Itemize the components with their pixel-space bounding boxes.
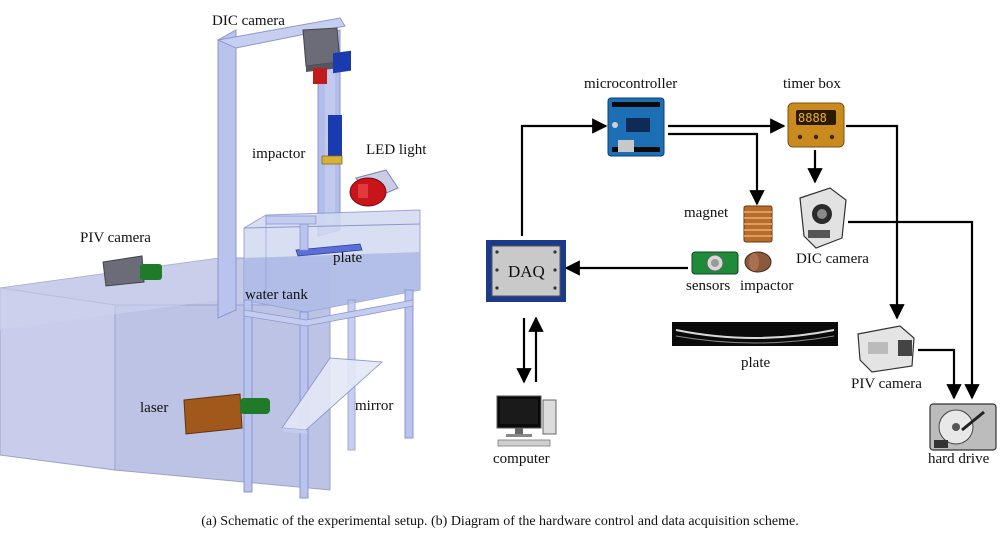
arrow-dic-to-harddrive (848, 220, 980, 400)
dic-camera-device (799, 187, 847, 249)
plate-image (672, 322, 838, 346)
label-impactor-left: impactor (252, 146, 305, 162)
label-piv-camera-left: PIV camera (80, 230, 151, 246)
water-tank (243, 209, 421, 313)
label-hard-drive: hard drive (928, 451, 990, 467)
arrow-microcontroller-to-magnet (668, 132, 765, 206)
connection-arrows (516, 118, 980, 400)
label-impactor-right: impactor (740, 278, 793, 294)
magnet-coil (743, 205, 773, 243)
label-mirror: mirror (355, 398, 393, 414)
piv-camera-model (102, 255, 162, 287)
figure-caption: (a) Schematic of the experimental setup.… (201, 514, 799, 529)
computer-device (496, 395, 557, 447)
label-piv-camera-right: PIV camera (851, 376, 922, 392)
label-dic-camera-left: DIC camera (212, 13, 285, 29)
led-light-model (349, 169, 399, 207)
label-laser: laser (140, 400, 168, 416)
setup-schematic (0, 17, 421, 499)
microcontroller-board (607, 97, 665, 157)
label-plate-right: plate (741, 355, 770, 371)
label-daq: DAQ (508, 262, 545, 281)
arrow-timer-to-piv (846, 124, 905, 320)
label-water-tank: water tank (245, 287, 308, 303)
hardware-diagram (486, 97, 997, 451)
label-plate-left: plate (333, 250, 362, 266)
label-microcontroller: microcontroller (584, 76, 677, 92)
hard-drive-device (929, 403, 997, 451)
diagram-labels: DIC camera impactor LED light PIV camera… (80, 13, 990, 467)
label-dic-camera-right: DIC camera (796, 251, 869, 267)
daq-chip (486, 240, 566, 302)
label-timer-box: timer box (783, 76, 841, 92)
label-led-light: LED light (366, 142, 427, 158)
mirror-model (281, 357, 384, 434)
impactor-weight (744, 251, 772, 273)
label-computer: computer (493, 451, 550, 467)
label-sensors: sensors (686, 278, 730, 294)
timer-display: 8888 (798, 111, 827, 125)
impactor-model (321, 50, 351, 165)
timer-box (787, 102, 845, 148)
laser-model (183, 393, 270, 435)
arrow-daq-to-microcontroller (520, 118, 608, 236)
arrow-piv-to-harddrive (918, 348, 962, 400)
label-magnet: magnet (684, 205, 729, 221)
sensor-board (691, 251, 739, 275)
piv-camera-device (857, 325, 915, 373)
